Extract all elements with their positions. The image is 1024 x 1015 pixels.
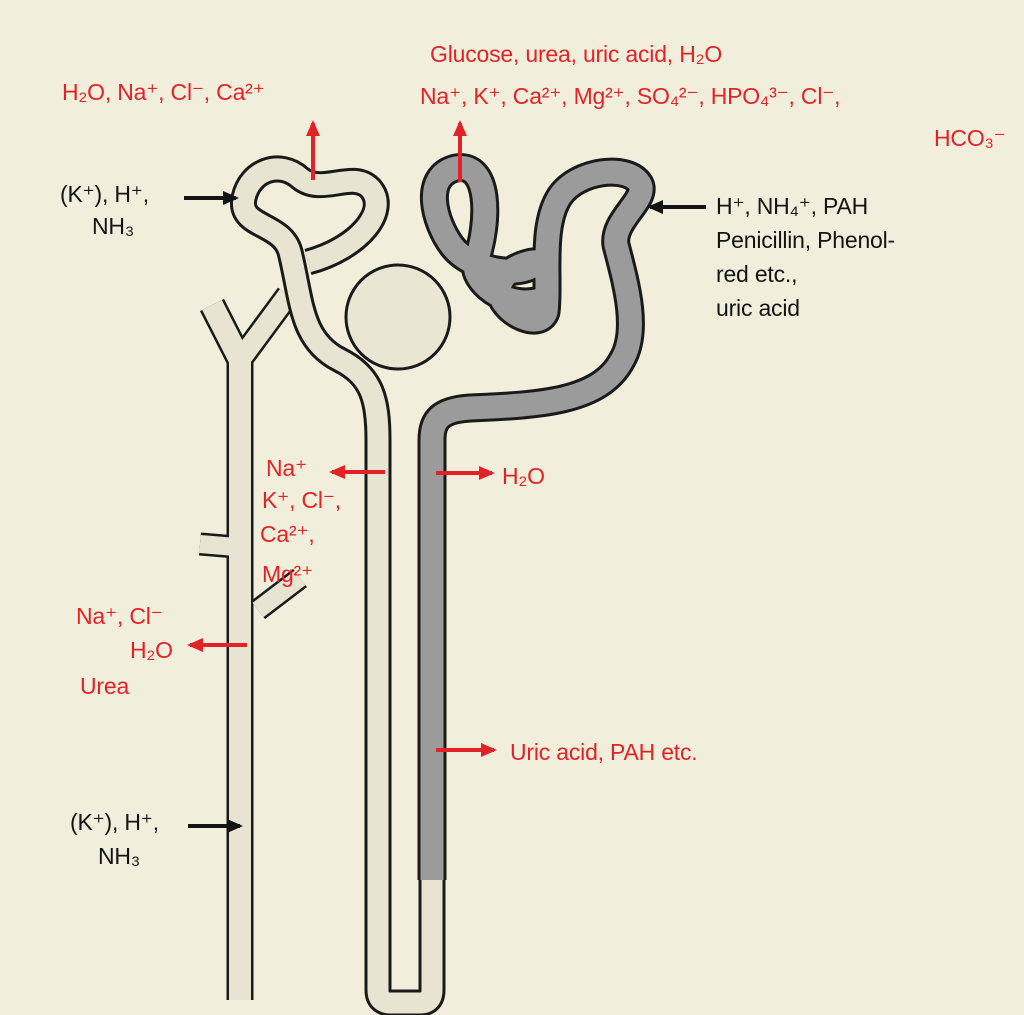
proximal-tubule: [230, 155, 446, 1015]
label-right-secreted-4: uric acid: [716, 295, 800, 321]
label-distal-reabsorbed-3: HCO₃⁻: [934, 125, 1006, 151]
label-upper-secreted-1: (K⁺), H⁺,: [60, 181, 149, 207]
label-collecting-3: Urea: [80, 673, 130, 699]
secretion-arrows: [184, 191, 706, 833]
label-right-secreted-1: H⁺, NH₄⁺, PAH: [716, 193, 869, 219]
label-upper-secreted-2: NH₃: [92, 213, 134, 239]
label-lower-secreted-2: NH₃: [98, 843, 140, 869]
label-loop-3: Ca²⁺,: [260, 521, 315, 547]
reabsorption-arrows: [187, 120, 497, 757]
label-descending-h2o: H₂O: [502, 463, 545, 489]
label-loop-4: Mg²⁺: [262, 561, 313, 587]
label-proximal-reabsorbed: H₂O, Na⁺, Cl⁻, Ca²⁺: [62, 79, 265, 105]
label-lower-secreted-1: (K⁺), H⁺,: [70, 809, 159, 835]
collecting-duct: [199, 287, 307, 1000]
glomerulus: [344, 263, 452, 371]
label-right-secreted-3: red etc.,: [716, 261, 798, 287]
label-loop-2: K⁺, Cl⁻,: [262, 487, 341, 513]
label-collecting-2: H₂O: [130, 637, 173, 663]
label-distal-reabsorbed-1: Glucose, urea, uric acid, H₂O: [430, 41, 723, 67]
label-uric-acid-pah: Uric acid, PAH etc.: [510, 739, 698, 765]
distal-tubule: [417, 153, 656, 880]
label-distal-reabsorbed-2: Na⁺, K⁺, Ca²⁺, Mg²⁺, SO₄²⁻, HPO₄³⁻, Cl⁻,: [420, 83, 841, 109]
label-collecting-1: Na⁺, Cl⁻: [76, 603, 163, 629]
label-right-secreted-2: Penicillin, Phenol-: [716, 227, 896, 253]
label-loop-1: Na⁺: [266, 455, 307, 481]
